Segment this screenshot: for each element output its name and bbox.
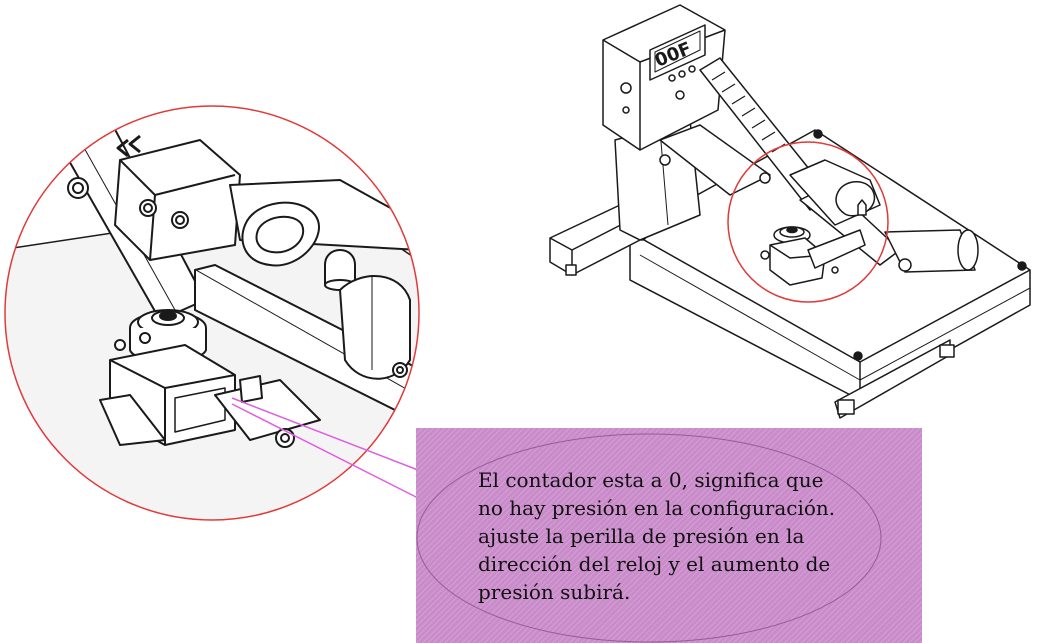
heat-press-overview: 00F	[549, 4, 1031, 419]
magnified-detail	[4, 105, 420, 521]
zoom-circle	[4, 105, 420, 521]
callout-ellipse	[416, 433, 882, 643]
callout-text: El contador esta a 0, significa que no h…	[478, 468, 836, 604]
callout-box: El contador esta a 0, significa que no h…	[416, 428, 922, 643]
leader-lines	[231, 397, 419, 499]
overview-highlight-circle	[727, 141, 889, 303]
